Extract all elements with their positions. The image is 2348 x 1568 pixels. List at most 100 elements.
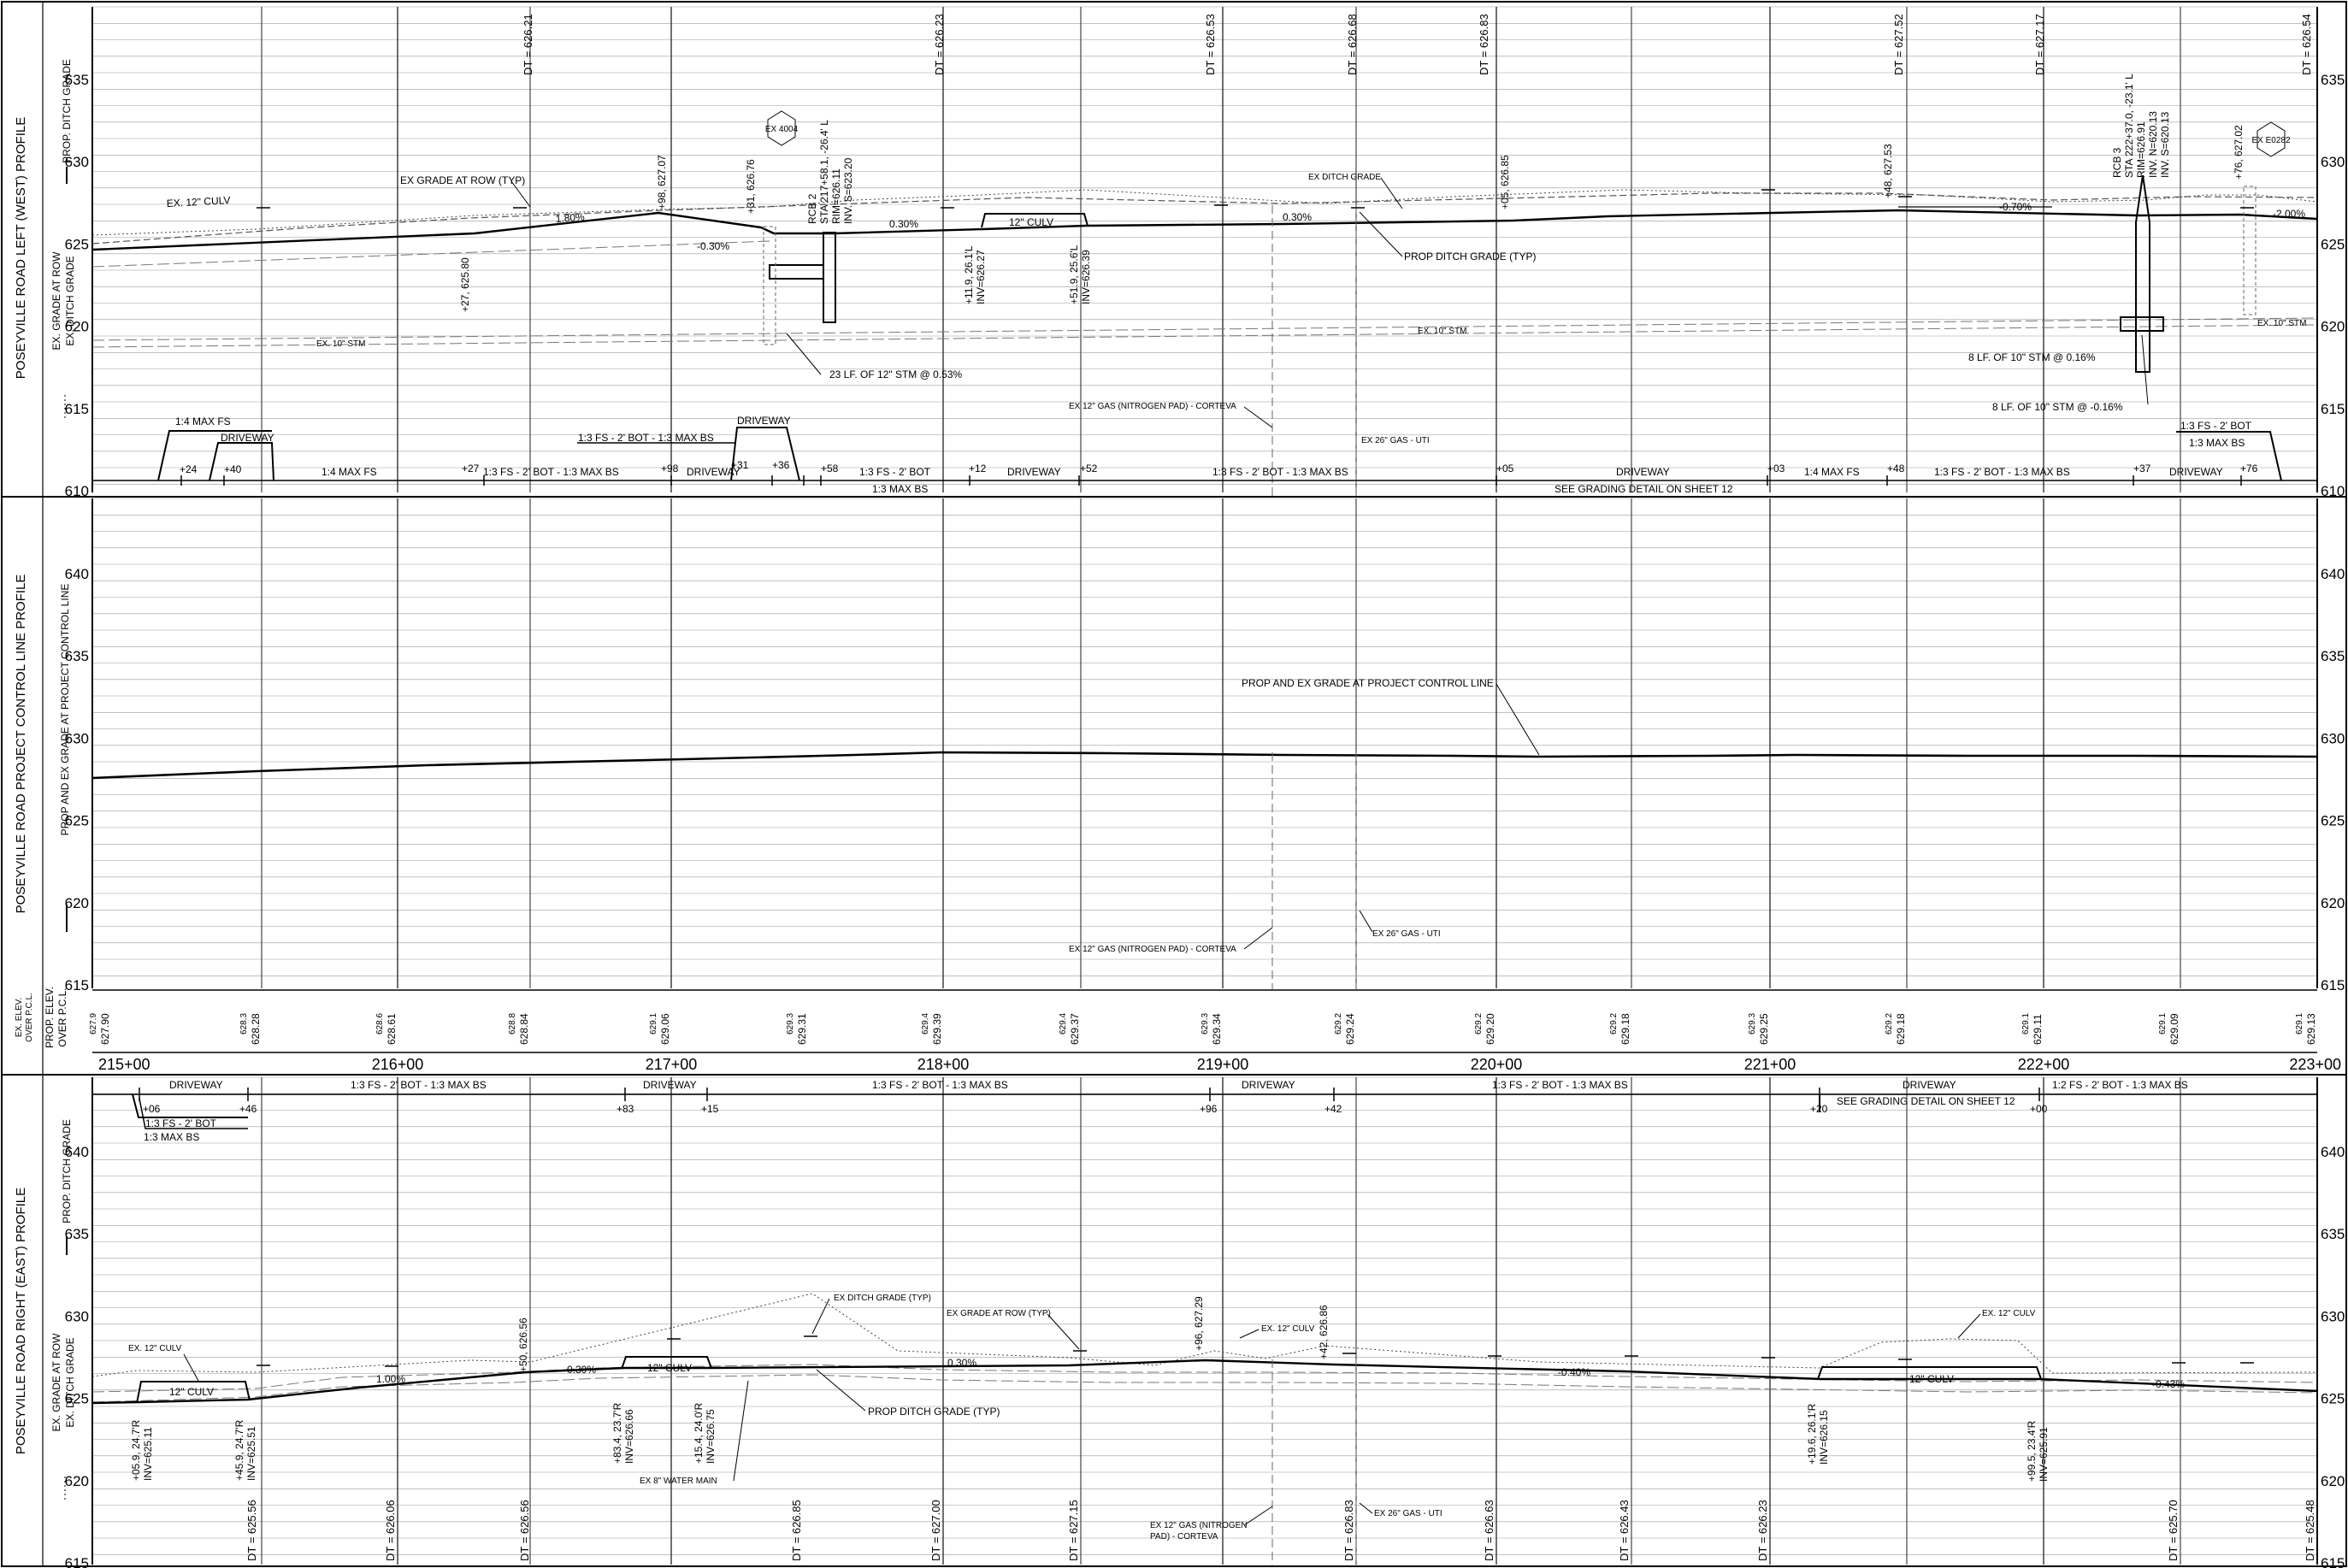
west-annotations: EX GRADE AT ROW (TYP) EX. 12" CULV 1.80%… xyxy=(166,74,2306,445)
svg-text:12" CULV: 12" CULV xyxy=(647,1362,692,1374)
svg-text:1:3 FS - 2' BOT - 1:3 MAX BS: 1:3 FS - 2' BOT - 1:3 MAX BS xyxy=(872,1079,1008,1091)
prop-elev-value: 628.84 xyxy=(518,1013,530,1045)
svg-text:1:3 FS - 2' BOT - 1:3 MAX BS: 1:3 FS - 2' BOT - 1:3 MAX BS xyxy=(351,1079,487,1091)
east-grading-band: DRIVEWAY 1:3 FS - 2' BOT - 1:3 MAX BS DR… xyxy=(92,1079,2317,1143)
svg-text:DRIVEWAY: DRIVEWAY xyxy=(643,1079,697,1091)
elevation-row: EX. ELEV. OVER P.C.L. PROP. ELEV. OVER P… xyxy=(15,987,2317,1048)
prop-elev-value: 629.13 xyxy=(2305,1013,2317,1045)
svg-text:+20: +20 xyxy=(1810,1103,1828,1115)
svg-text:EX GRADE AT ROW (TYP): EX GRADE AT ROW (TYP) xyxy=(947,1309,1051,1318)
svg-text:0.30%: 0.30% xyxy=(889,218,918,230)
prop-elev-value: 629.09 xyxy=(2168,1013,2180,1045)
svg-text:EX DITCH GRADE (TYP): EX DITCH GRADE (TYP) xyxy=(834,1294,931,1303)
west-profile-panel: POSEYVILLE ROAD LEFT (WEST) PROFILE EX. … xyxy=(14,14,2345,499)
svg-text:1:4 MAX FS: 1:4 MAX FS xyxy=(1804,466,1860,478)
elevation-label: 630 xyxy=(2321,730,2345,746)
rcb2-label-0: RCB 2 xyxy=(806,193,818,224)
svg-text:EX 12" GAS (NITROGEN: EX 12" GAS (NITROGEN xyxy=(1150,1521,1248,1530)
elevation-label: 635 xyxy=(2321,648,2345,664)
svg-text:+24: +24 xyxy=(180,463,198,475)
svg-text:INV=626.66: INV=626.66 xyxy=(623,1409,635,1464)
ex-e0282-box xyxy=(2243,186,2257,315)
svg-text:+45.9, 24.7'R: +45.9, 24.7'R xyxy=(233,1419,245,1481)
elevation-label: 620 xyxy=(2321,319,2345,335)
svg-text:12" CULV: 12" CULV xyxy=(169,1386,214,1398)
dt-label: DT = 626.53 xyxy=(1204,14,1217,75)
svg-text:DRIVEWAY: DRIVEWAY xyxy=(737,415,791,427)
svg-text:+83.4, 23.7'R: +83.4, 23.7'R xyxy=(611,1402,623,1464)
east-ex-grade-row xyxy=(91,1293,2318,1377)
svg-text:EX 8" WATER MAIN: EX 8" WATER MAIN xyxy=(640,1477,717,1486)
svg-text:INV=626.75: INV=626.75 xyxy=(705,1409,717,1464)
svg-text:+36: +36 xyxy=(772,459,790,471)
rcb2-label-3: INV. S=623.20 xyxy=(842,157,854,224)
svg-text:PROP. DITCH GRADE: PROP. DITCH GRADE xyxy=(61,1119,73,1223)
svg-text:+05: +05 xyxy=(1496,463,1514,475)
elevation-label: 640 xyxy=(65,1144,89,1160)
ex-elev-value: 627.9 xyxy=(89,1013,98,1035)
elevation-label: 640 xyxy=(2321,566,2345,582)
profile-grids xyxy=(91,6,2318,1565)
svg-text:0.30%: 0.30% xyxy=(947,1357,976,1369)
west-grading-band: 1:4 MAX FS DRIVEWAY +24 +40 1:4 MAX FS +… xyxy=(92,415,2317,495)
elevation-label: 625 xyxy=(65,1391,89,1407)
east-culvert-a xyxy=(136,1381,251,1404)
dt-label: DT = 626.68 xyxy=(1346,14,1359,75)
svg-text:+05, 626.85: +05, 626.85 xyxy=(1499,155,1511,209)
elevation-label: 620 xyxy=(2321,1473,2345,1489)
svg-text:+31, 626.76: +31, 626.76 xyxy=(745,159,757,214)
prop-elev-value: 629.20 xyxy=(1484,1013,1496,1045)
svg-text:PROP DITCH GRADE (TYP): PROP DITCH GRADE (TYP) xyxy=(868,1406,1000,1418)
svg-text:EX. 10" STM: EX. 10" STM xyxy=(1418,327,1466,336)
control-profile-title: POSEYVILLE ROAD PROJECT CONTROL LINE PRO… xyxy=(14,575,28,914)
elevation-label: 630 xyxy=(65,730,89,746)
ex-elev-value: 628.8 xyxy=(508,1013,517,1035)
svg-text:EX DITCH GRADE: EX DITCH GRADE xyxy=(1308,173,1381,182)
east-row-ticks xyxy=(257,1335,2254,1367)
svg-text:OVER P.C.L.: OVER P.C.L. xyxy=(25,993,34,1042)
west-culvert-12 xyxy=(981,213,1088,228)
station-label: 219+00 xyxy=(1197,1056,1249,1073)
svg-text:+98, 627.07: +98, 627.07 xyxy=(656,155,668,209)
svg-text:1:3 MAX BS: 1:3 MAX BS xyxy=(872,483,928,495)
svg-text:1:2 FS - 2' BOT - 1:3 MAX BS: 1:2 FS - 2' BOT - 1:3 MAX BS xyxy=(2052,1079,2188,1091)
svg-text:+42, 626.86: +42, 626.86 xyxy=(1318,1305,1330,1359)
svg-text:+58: +58 xyxy=(821,463,839,475)
svg-text:1:4 MAX FS: 1:4 MAX FS xyxy=(322,466,377,478)
elevation-label: 635 xyxy=(2321,72,2345,88)
elevation-label: 625 xyxy=(65,236,89,252)
svg-text:EX 26" GAS - UTI: EX 26" GAS - UTI xyxy=(1372,929,1441,939)
svg-text:EX. GRADE AT ROW: EX. GRADE AT ROW xyxy=(50,1333,62,1432)
svg-text:INV=626.15: INV=626.15 xyxy=(1818,1410,1830,1465)
svg-text:+00: +00 xyxy=(2030,1103,2048,1115)
svg-text:0.30%: 0.30% xyxy=(567,1364,596,1376)
elevation-label: 610 xyxy=(65,483,89,499)
svg-text:+40: +40 xyxy=(224,463,242,475)
elevation-label: 625 xyxy=(2321,236,2345,252)
svg-text:SEE GRADING DETAIL ON SHEET 12: SEE GRADING DETAIL ON SHEET 12 xyxy=(1555,483,1733,495)
rcb3-structure xyxy=(2135,174,2150,373)
svg-text:+06: +06 xyxy=(143,1103,161,1115)
svg-text:-0.43%: -0.43% xyxy=(2152,1378,2185,1390)
svg-text:-2.00%: -2.00% xyxy=(2273,208,2305,220)
control-callout: PROP AND EX GRADE AT PROJECT CONTROL LIN… xyxy=(1242,677,1494,689)
svg-text:EX 12" GAS (NITROGEN PAD) - CO: EX 12" GAS (NITROGEN PAD) - CORTEVA xyxy=(1069,402,1236,411)
elevation-label: 620 xyxy=(65,319,89,335)
elevation-label: 630 xyxy=(2321,154,2345,170)
control-grade-line xyxy=(91,751,2318,780)
svg-text:1:3 FS - 2' BOT: 1:3 FS - 2' BOT xyxy=(859,466,931,478)
station-label: 221+00 xyxy=(1744,1056,1796,1073)
svg-text:1:3 MAX BS: 1:3 MAX BS xyxy=(144,1131,199,1143)
svg-text:DRIVEWAY: DRIVEWAY xyxy=(1007,466,1061,478)
svg-text:1:3 FS - 2' BOT - 1:3 MAX BS: 1:3 FS - 2' BOT - 1:3 MAX BS xyxy=(1212,466,1348,478)
svg-text:+48: +48 xyxy=(1887,463,1905,475)
svg-text:EX. DITCH GRADE: EX. DITCH GRADE xyxy=(64,1337,76,1427)
svg-text:+51.9, 25.6'L: +51.9, 25.6'L xyxy=(1068,245,1080,304)
svg-text:OVER P.C.L.: OVER P.C.L. xyxy=(56,987,68,1046)
